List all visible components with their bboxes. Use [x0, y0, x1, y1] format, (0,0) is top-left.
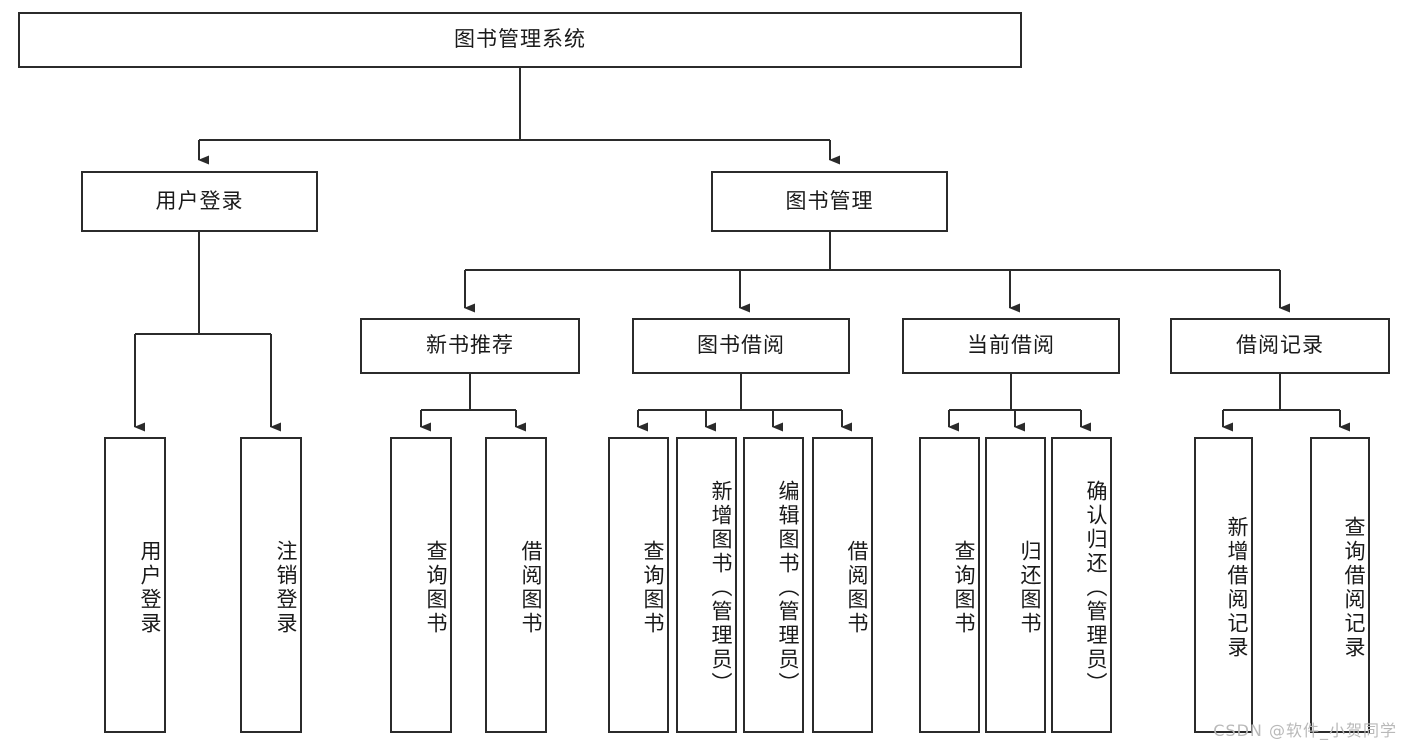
node-leaf-return-book[interactable]: 归还图书 — [985, 437, 1046, 733]
node-leaf-user-login-label: 用户登录 — [138, 540, 162, 636]
node-book-management[interactable]: 图书管理 — [711, 171, 948, 232]
node-leaf-borrow-book[interactable]: 借阅图书 — [812, 437, 873, 733]
node-leaf-query-borrow-record-label: 查询借阅记录 — [1342, 516, 1366, 660]
node-borrow-record-label: 借阅记录 — [1236, 333, 1324, 358]
node-leaf-query-book-borrow[interactable]: 查询图书 — [608, 437, 669, 733]
node-current-borrow-label: 当前借阅 — [967, 333, 1055, 358]
node-leaf-query-book-current-label: 查询图书 — [952, 540, 976, 636]
node-leaf-logout[interactable]: 注销登录 — [240, 437, 302, 733]
node-book-borrow-label: 图书借阅 — [697, 333, 785, 358]
node-leaf-edit-book-admin[interactable]: 编辑图书（管理员） — [743, 437, 804, 733]
node-leaf-query-book-borrow-label: 查询图书 — [641, 540, 665, 636]
node-borrow-record[interactable]: 借阅记录 — [1170, 318, 1390, 374]
node-root-label: 图书管理系统 — [454, 27, 586, 52]
node-leaf-query-book-recommend-label: 查询图书 — [424, 540, 448, 636]
node-leaf-confirm-return-admin-label: 确认归还（管理员） — [1084, 480, 1108, 696]
node-leaf-logout-label: 注销登录 — [274, 540, 298, 636]
node-user-login-label: 用户登录 — [155, 188, 244, 213]
node-leaf-borrow-book-recommend-label: 借阅图书 — [519, 540, 543, 636]
node-leaf-borrow-book-label: 借阅图书 — [845, 540, 869, 636]
csdn-watermark: CSDN @软件_小贺同学 — [1213, 721, 1397, 740]
node-leaf-query-book-recommend[interactable]: 查询图书 — [390, 437, 452, 733]
node-book-borrow[interactable]: 图书借阅 — [632, 318, 850, 374]
node-leaf-query-borrow-record[interactable]: 查询借阅记录 — [1310, 437, 1370, 733]
node-leaf-add-book-admin[interactable]: 新增图书（管理员） — [676, 437, 737, 733]
node-leaf-user-login[interactable]: 用户登录 — [104, 437, 166, 733]
node-current-borrow[interactable]: 当前借阅 — [902, 318, 1120, 374]
node-new-book-recommend[interactable]: 新书推荐 — [360, 318, 580, 374]
node-leaf-confirm-return-admin[interactable]: 确认归还（管理员） — [1051, 437, 1112, 733]
node-leaf-edit-book-admin-label: 编辑图书（管理员） — [776, 480, 800, 696]
node-leaf-query-book-current[interactable]: 查询图书 — [919, 437, 980, 733]
node-new-book-recommend-label: 新书推荐 — [426, 333, 514, 358]
node-leaf-add-book-admin-label: 新增图书（管理员） — [709, 480, 733, 696]
node-leaf-borrow-book-recommend[interactable]: 借阅图书 — [485, 437, 547, 733]
node-leaf-add-borrow-record-label: 新增借阅记录 — [1225, 516, 1249, 660]
node-root[interactable]: 图书管理系统 — [18, 12, 1022, 68]
node-leaf-return-book-label: 归还图书 — [1018, 540, 1042, 636]
node-leaf-add-borrow-record[interactable]: 新增借阅记录 — [1194, 437, 1253, 733]
node-user-login[interactable]: 用户登录 — [81, 171, 318, 232]
node-book-management-label: 图书管理 — [785, 188, 874, 213]
